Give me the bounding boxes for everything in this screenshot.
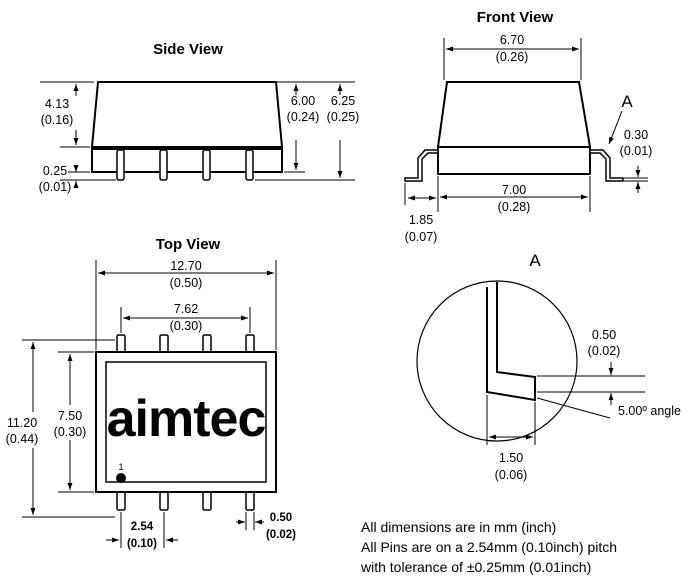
top-body-inner [105,361,267,483]
front-lead-length-mm: 1.85 [409,213,433,227]
top-overall-height-in: (0.44) [6,432,39,446]
front-body-base [437,146,591,175]
front-lead-thickness-in: (0.01) [620,144,653,158]
side-body-height-mm: 4.13 [45,97,69,111]
top-overall-width-mm: 12.70 [170,259,201,273]
brand-logo: aimtec [107,390,266,448]
top-view-pins-upper [116,334,255,354]
front-left-lead [404,149,439,182]
top-overall-height-mm: 11.20 [7,416,37,430]
note-pitch: All Pins are on a 2.54mm (0.10inch) pitc… [361,539,617,555]
top-pin-pitch-in: (0.10) [127,538,157,550]
front-base-width-in: (0.28) [498,200,531,214]
top-view-pins-lower [116,491,255,511]
detail-foot-in: (0.06) [495,468,528,482]
top-body-height-mm: 7.50 [58,409,82,423]
top-view-title: Top View [156,236,221,253]
front-top-width-mm: 6.70 [500,33,524,47]
note-tolerance: with tolerance of ±0.25mm (0.01inch) [360,559,591,575]
pin1-dot [116,473,126,483]
detail-gap-mm: 0.50 [592,328,616,342]
side-body-height-in: (0.16) [41,113,74,127]
front-view-title: Front View [477,9,554,26]
side-leads [116,149,254,181]
side-overall-height-mm: 6.25 [331,94,355,108]
front-callout-label: A [621,92,633,111]
side-standoff-mm: 0.25 [43,164,67,178]
top-pin-pitch-mm: 2.54 [131,521,154,533]
notes-block: All dimensions are in mm (inch) All Pins… [360,519,617,575]
pin1-label: 1 [118,462,123,472]
detail-a-label: A [529,251,541,270]
front-body-top [436,81,592,148]
top-pin-span-in: (0.30) [170,319,203,333]
top-pin-span-mm: 7.62 [174,302,198,316]
detail-gap-in: (0.02) [588,344,621,358]
top-overall-width-in: (0.50) [170,276,203,290]
detail-angle: 5.00º angle [618,404,681,418]
side-total-height-mm: 6.00 [291,94,315,108]
top-pin-width-mm: 0.50 [270,512,292,524]
top-body-outer [95,351,277,493]
side-overall-height-in: (0.25) [327,110,360,124]
side-view: Side View 4.13 (0.16) 0.25 (0.01) [39,41,360,194]
front-top-width-in: (0.26) [496,50,529,64]
front-lead-length-in: (0.07) [405,230,438,244]
top-view: Top View aimtec 1 12.70 (0.50) 7.62 [6,236,297,550]
note-units: All dimensions are in mm (inch) [361,519,556,535]
top-pin-width-in: (0.02) [266,529,296,541]
detail-a-view: A 0.50 (0.02) 5.00º angle 1.50 (0.06) [416,251,681,482]
side-view-title: Side View [153,41,223,58]
detail-lead [486,282,536,402]
front-right-lead [589,149,624,182]
detail-foot-mm: 1.50 [499,451,523,465]
side-standoff-in: (0.01) [39,180,72,194]
front-lead-thickness-mm: 0.30 [624,128,648,142]
top-body-height-in: (0.30) [54,425,87,439]
detail-a-circle [416,280,578,442]
side-total-height-in: (0.24) [287,110,320,124]
front-view: Front View 6.70 (0.26) 7.00 (0.28) 1.85 … [404,9,653,244]
side-body-top [90,81,284,148]
front-base-width-mm: 7.00 [502,183,526,197]
